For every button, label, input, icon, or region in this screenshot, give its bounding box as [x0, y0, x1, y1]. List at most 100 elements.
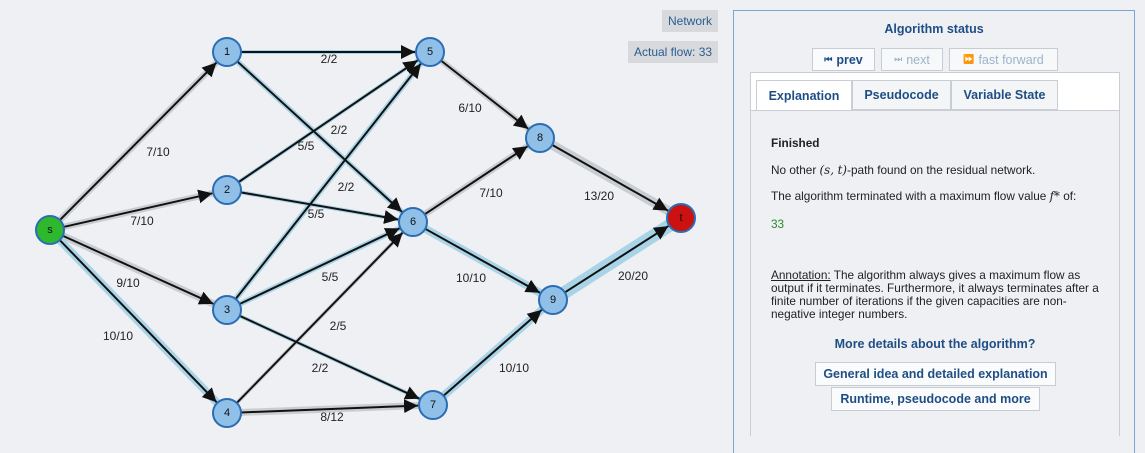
edge-label-s-3: 9/10	[116, 276, 140, 290]
node-circle-6	[398, 207, 428, 237]
node-8[interactable]: 8	[525, 123, 555, 153]
node-7[interactable]: 7	[418, 390, 448, 420]
network-graph[interactable]: 7/107/109/1010/102/25/52/22/25/55/52/22/…	[0, 0, 725, 453]
edge-6-8[interactable]	[424, 145, 529, 216]
node-label-2: 2	[224, 184, 230, 196]
node-circle-t	[666, 203, 696, 233]
edge-label-3-6: 5/5	[322, 270, 339, 284]
node-label-9: 9	[550, 294, 556, 306]
more-details-heading: More details about the algorithm?	[834, 337, 1036, 351]
termination-message-prefix: The algorithm terminated with a maximum …	[771, 189, 1050, 203]
node-circle-4	[212, 398, 242, 428]
node-label-5: 5	[427, 46, 433, 58]
explanation-content: Finished No other (s, t)-path found on t…	[751, 110, 1119, 436]
algorithm-status-panel: Algorithm status ⏮ prev ⏭ next ⏩ fast fo…	[733, 10, 1135, 453]
termination-message-suffix: of:	[1059, 189, 1077, 203]
node-circle-7	[418, 390, 448, 420]
residual-message-suffix: -path found on the residual network.	[847, 163, 1036, 177]
skip-back-icon: ⏮	[824, 54, 833, 64]
next-label: next	[906, 52, 930, 67]
node-circle-8	[525, 123, 555, 153]
skip-forward-icon: ⏭	[894, 54, 903, 64]
node-label-3: 3	[224, 304, 230, 316]
node-2[interactable]: 2	[212, 175, 242, 205]
node-circle-5	[415, 37, 445, 67]
status-heading: Finished	[771, 136, 820, 150]
next-button[interactable]: ⏭ next	[881, 48, 943, 71]
max-flow-result: 33	[771, 217, 785, 231]
network-badge: Network	[662, 10, 719, 32]
node-label-4: 4	[224, 407, 230, 419]
edge-3-7[interactable]	[239, 314, 420, 400]
residual-message-prefix: No other	[771, 163, 820, 177]
node-5[interactable]: 5	[415, 37, 445, 67]
edge-label-3-7: 2/2	[312, 361, 329, 375]
edge-s-3[interactable]	[62, 234, 214, 305]
general-idea-button[interactable]: General idea and detailed explanation	[815, 362, 1056, 386]
flow-value-math: f*	[1049, 189, 1060, 203]
annotation-text: The algorithm always gives a maximum flo…	[771, 268, 1099, 321]
fast-forward-label: fast forward	[978, 52, 1044, 67]
node-4[interactable]: 4	[212, 398, 242, 428]
edge-5-8[interactable]	[440, 59, 529, 130]
annotation-label: Annotation:	[771, 268, 831, 282]
annotation: Annotation: The algorithm always gives a…	[771, 269, 1101, 321]
edge-label-6-9: 10/10	[456, 271, 486, 285]
node-label-8: 8	[537, 132, 543, 144]
edge-s-4[interactable]	[59, 239, 218, 403]
edge-label-3-5: 5/5	[308, 207, 325, 221]
termination-message: The algorithm terminated with a maximum …	[771, 190, 1101, 203]
edge-8-t[interactable]	[551, 144, 669, 212]
edge-1-6[interactable]	[236, 60, 403, 213]
node-circle-3	[212, 295, 242, 325]
edge-2-6[interactable]	[240, 191, 399, 224]
node-t[interactable]: t	[666, 203, 696, 233]
edge-label-s-1: 7/10	[146, 145, 170, 159]
edge-6-9[interactable]	[424, 227, 541, 294]
edge-label-2-6: 2/2	[338, 180, 355, 194]
edge-label-9-t: 20/20	[618, 269, 648, 283]
fast-forward-button[interactable]: ⏩ fast forward	[949, 48, 1058, 71]
tab-variable-state[interactable]: Variable State	[951, 80, 1058, 110]
edge-4-7[interactable]	[240, 399, 419, 414]
panel-title: Algorithm status	[884, 22, 984, 36]
node-circle-s	[35, 215, 65, 245]
node-9[interactable]: 9	[538, 285, 568, 315]
edge-s-2[interactable]	[63, 189, 213, 228]
edge-label-1-5: 2/2	[321, 52, 338, 66]
edge-7-9[interactable]	[442, 309, 543, 397]
prev-button[interactable]: ⏮ prev	[812, 48, 875, 71]
edge-s-1[interactable]	[59, 61, 218, 221]
edge-2-5[interactable]	[238, 59, 419, 183]
fast-forward-icon: ⏩	[963, 54, 975, 64]
edge-label-1-6: 5/5	[298, 139, 315, 153]
edge-3-5[interactable]	[234, 63, 422, 300]
edge-label-4-7: 8/12	[320, 410, 344, 424]
st-path-math: (s, t)	[819, 163, 848, 177]
prev-label: prev	[836, 52, 863, 67]
edge-label-s-2: 7/10	[130, 214, 154, 228]
node-1[interactable]: 1	[212, 37, 242, 67]
node-6[interactable]: 6	[398, 207, 428, 237]
edge-label-7-9: 10/10	[499, 361, 529, 375]
edge-label-s-4: 10/10	[103, 329, 133, 343]
node-s[interactable]: s	[35, 215, 65, 245]
node-label-1: 1	[224, 46, 230, 58]
edge-label-8-t: 13/20	[584, 189, 614, 203]
edge-label-4-6: 2/5	[330, 319, 347, 333]
edge-9-t[interactable]	[564, 225, 669, 294]
edge-label-5-8: 6/10	[458, 101, 482, 115]
tab-pseudocode[interactable]: Pseudocode	[852, 80, 951, 110]
residual-message: No other (s, t)-path found on the residu…	[771, 164, 1101, 177]
node-label-s: s	[47, 224, 53, 236]
edge-4-6[interactable]	[236, 232, 404, 404]
runtime-button[interactable]: Runtime, pseudocode and more	[831, 387, 1040, 411]
node-circle-2	[212, 175, 242, 205]
node-3[interactable]: 3	[212, 295, 242, 325]
edge-label-6-8: 7/10	[479, 186, 503, 200]
node-circle-9	[538, 285, 568, 315]
edge-3-6[interactable]	[239, 227, 400, 305]
actual-flow-badge: Actual flow: 33	[628, 41, 719, 63]
tab-explanation[interactable]: Explanation	[756, 80, 852, 111]
node-label-6: 6	[410, 216, 416, 228]
